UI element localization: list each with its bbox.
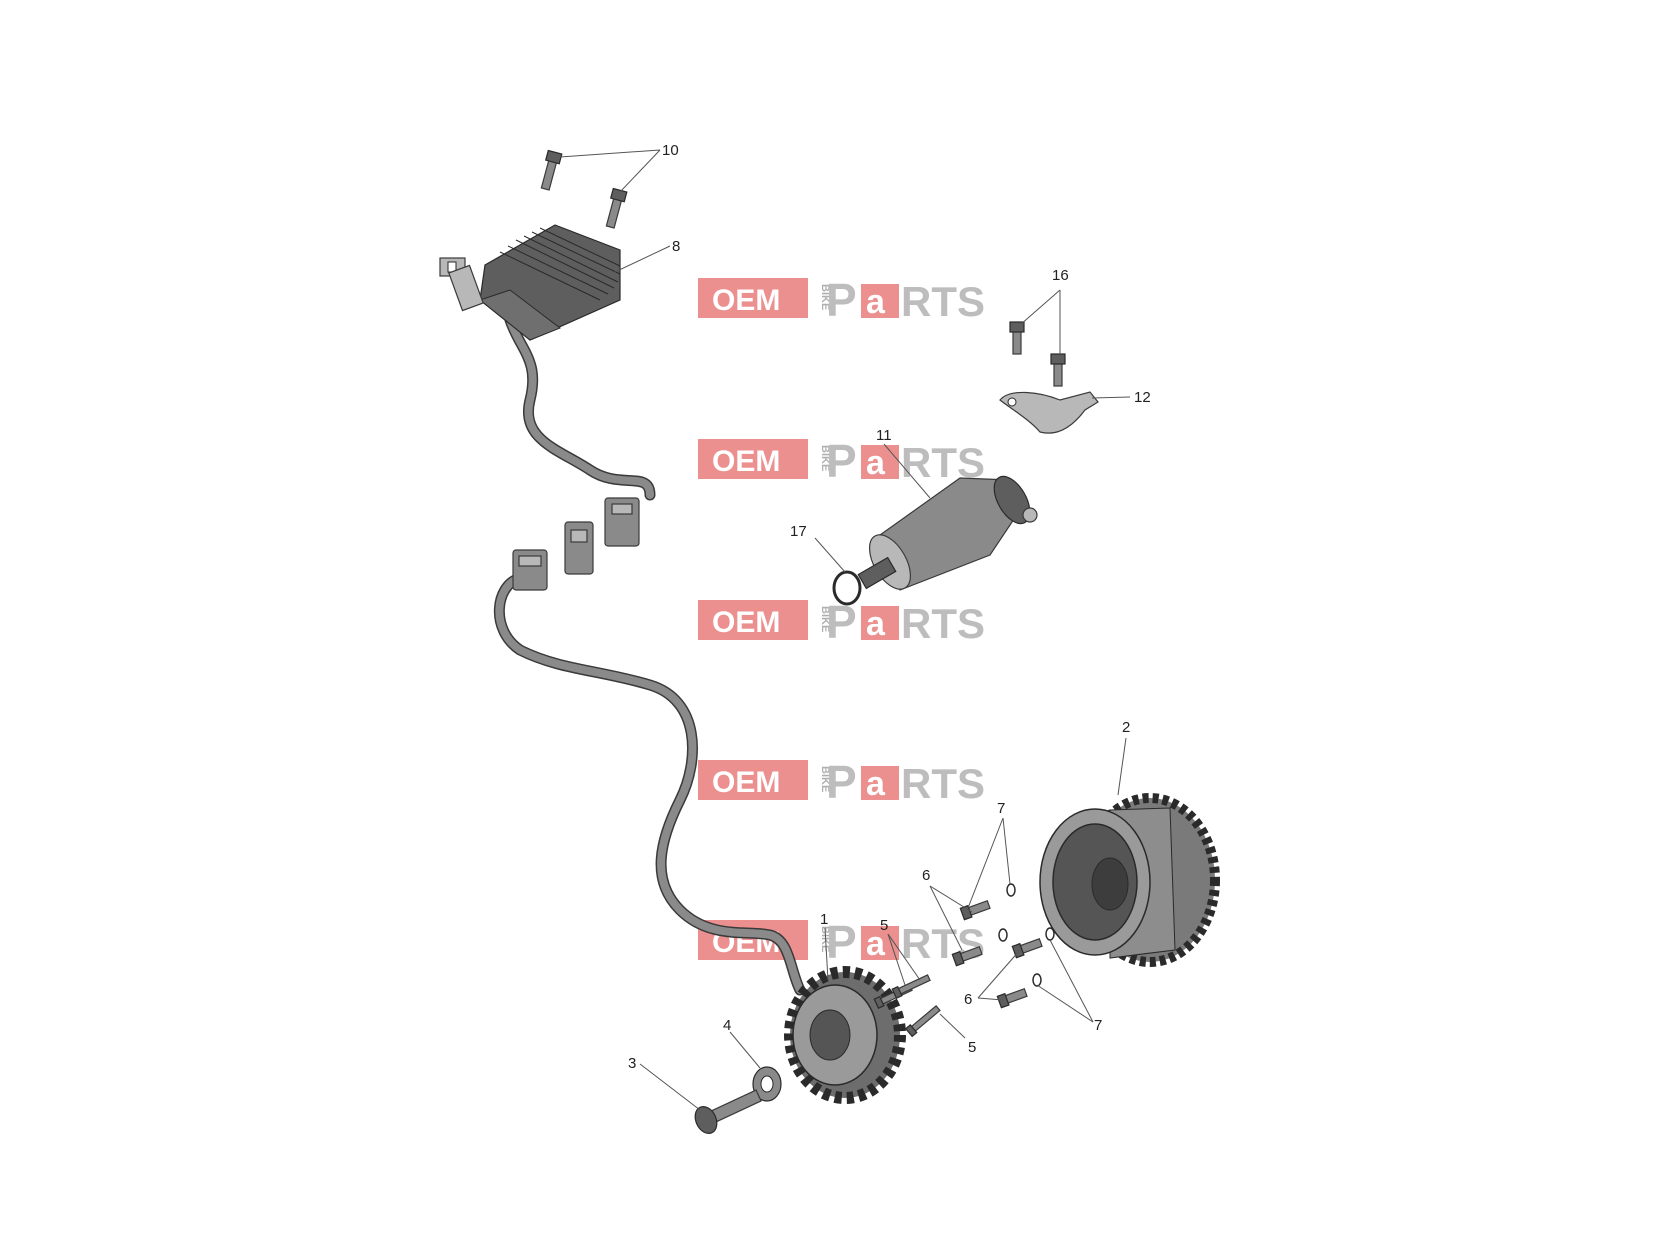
svg-text:P: P <box>826 435 857 487</box>
callout-16: 16 <box>1052 267 1069 284</box>
washer <box>1045 927 1055 941</box>
svg-text:P: P <box>826 916 857 968</box>
svg-text:OEM: OEM <box>712 606 780 639</box>
svg-text:BIKE: BIKE <box>819 766 831 792</box>
bolt <box>951 945 983 967</box>
bolt <box>959 899 991 921</box>
washer <box>752 1066 782 1102</box>
screw <box>904 1005 941 1038</box>
svg-text:RTS: RTS <box>901 760 985 807</box>
callout-1: 1 <box>820 911 828 928</box>
svg-text:BIKE: BIKE <box>819 926 831 952</box>
callout-10: 10 <box>662 142 679 159</box>
regulator-rectifier <box>439 224 621 341</box>
watermark: OEM BIKE P a RTS <box>698 435 985 487</box>
callout-4: 4 <box>723 1017 731 1034</box>
callout-8: 8 <box>672 238 680 255</box>
svg-text:BIKE: BIKE <box>819 284 831 310</box>
screw <box>891 974 931 1000</box>
flange-bolt <box>694 1089 762 1134</box>
callout-7: 7 <box>997 800 1005 817</box>
watermark: OEM BIKE P a RTS <box>698 916 985 968</box>
bolt <box>1009 321 1025 355</box>
watermark: OEM BIKE P a RTS <box>698 596 985 648</box>
svg-text:OEM: OEM <box>712 445 780 478</box>
wiring-harness <box>493 314 806 996</box>
bolt <box>605 187 628 229</box>
o-ring <box>832 570 862 606</box>
svg-text:P: P <box>826 274 857 326</box>
callout-3: 3 <box>628 1055 636 1072</box>
callout-5: 5 <box>880 917 888 934</box>
bolt <box>1050 353 1066 387</box>
bolt <box>1011 937 1043 959</box>
callout-5: 5 <box>968 1039 976 1056</box>
svg-text:BIKE: BIKE <box>819 445 831 471</box>
svg-text:P: P <box>826 596 857 648</box>
svg-text:RTS: RTS <box>901 600 985 647</box>
svg-text:P: P <box>826 756 857 808</box>
svg-text:OEM: OEM <box>712 766 780 799</box>
svg-text:OEM: OEM <box>712 284 780 317</box>
callout-6: 6 <box>922 867 930 884</box>
washer <box>1006 883 1016 897</box>
connector <box>512 549 548 591</box>
svg-text:a: a <box>866 283 886 321</box>
callout-6: 6 <box>964 991 972 1008</box>
bracket <box>999 391 1099 434</box>
callouts: 10 8 16 12 11 17 2 7 6 1 5 6 7 5 4 3 <box>628 142 1151 1072</box>
svg-text:a: a <box>866 444 886 482</box>
callout-11: 11 <box>876 427 892 444</box>
washer <box>998 928 1008 942</box>
watermark: OEM BIKE P a RTS <box>698 756 985 808</box>
washer <box>1032 973 1042 987</box>
callout-12: 12 <box>1134 389 1151 406</box>
svg-text:a: a <box>866 605 886 643</box>
svg-text:a: a <box>866 925 886 963</box>
connector <box>564 521 594 575</box>
rotor-flywheel <box>1039 793 1220 967</box>
bolt <box>996 987 1028 1009</box>
callout-7: 7 <box>1094 1017 1102 1034</box>
connector <box>604 497 640 547</box>
callout-2: 2 <box>1122 719 1130 736</box>
svg-text:a: a <box>866 765 886 803</box>
svg-text:RTS: RTS <box>901 278 985 325</box>
bolt <box>540 149 563 191</box>
stator <box>784 966 906 1104</box>
svg-text:BIKE: BIKE <box>819 606 831 632</box>
svg-text:RTS: RTS <box>901 920 985 967</box>
callout-17: 17 <box>790 523 807 540</box>
watermark: OEM BIKE P a RTS <box>698 274 985 326</box>
leader-lines <box>559 149 1131 1111</box>
starter-motor <box>857 475 1038 591</box>
